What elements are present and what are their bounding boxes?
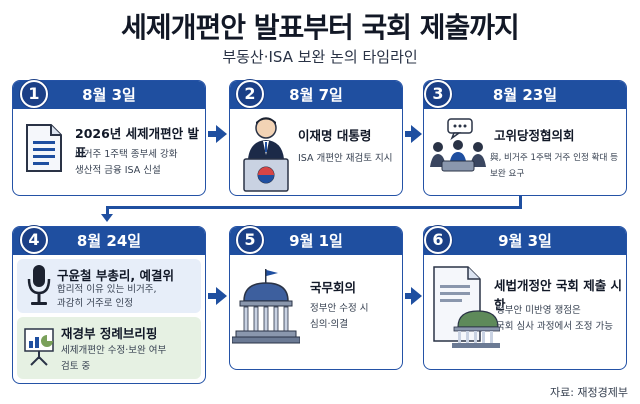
presentation-icon [24,328,54,366]
arrow-head [411,125,422,143]
sub-entry-desc: 과감히 거주로 인정 [57,298,133,309]
sub-entry-desc: 세제개편안 수정·보완 여부 [61,345,167,356]
step-title: 2026년 세제개편안 발표 [75,126,199,160]
arrow-right [208,131,218,137]
step-desc-line: 심의·의결 [310,319,348,330]
step-number: 3 [424,80,452,108]
document-assembly-icon [433,266,500,348]
step-desc-line: 정부안 수정 시 [310,303,369,314]
step-desc-line: 보완 요구 [490,169,525,179]
step-desc-line: ISA 개편안 재검토 지시 [298,153,393,164]
step-date: 9월 3일 [424,227,626,255]
step-desc-line: 정부안 미반영 쟁점은 [496,305,581,316]
page-subtitle: 부동산·ISA 보완 논의 타임라인 [222,48,418,66]
flow-connector [106,206,109,216]
step-card-3: 8월 23일 고위당정협의회 與, 비거주 1주택 거주 인정 확대 등 보완 … [423,80,627,196]
step-title: 고위당정협의회 [494,128,575,143]
flow-connector [106,206,522,209]
sub-entry-desc: 검토 중 [61,361,91,372]
arrow-down-head [101,214,113,222]
step-title: 세법개정안 국회 제출 시한 [494,278,623,312]
step-card-1: 8월 3일 2026년 세제개편안 발표 비거주 1주택 종부세 강화 생산적 … [12,80,206,196]
sub-entry-desc: 합리적 이유 있는 비거주, [57,284,157,295]
step-number: 6 [424,226,452,254]
arrow-right [405,131,413,137]
step-card-4: 8월 24일 구윤철 부총리, 예결위 합리적 이유 있는 비거주, 과감히 거… [12,226,206,384]
sub-entry-1: 구윤철 부총리, 예결위 합리적 이유 있는 비거주, 과감히 거주로 인정 [17,259,201,313]
step-desc-line: 비거주 1주택 종부세 강화 [75,149,178,160]
sub-entry-title: 재경부 정례브리핑 [61,326,158,341]
step-number: 1 [20,80,48,108]
flow-connector [519,196,522,208]
step-card-5: 9월 1일 국무회의 정부안 수정 시 심의·의결 [229,226,403,370]
government-building-icon [232,269,300,344]
step-title: 이재명 대통령 [298,128,372,143]
step-desc-line: 생산적 금융 ISA 신설 [75,165,161,176]
step-date: 8월 23일 [424,81,626,109]
microphone-icon [27,265,51,305]
meeting-icon [430,118,486,172]
president-podium-icon [243,117,289,192]
step-desc-line: 與, 비거주 1주택 거주 인정 확대 등 [490,153,619,163]
arrow-right [208,293,218,299]
sub-entry-title: 구윤철 부총리, 예결위 [57,268,174,283]
arrow-head [411,287,422,305]
step-number: 5 [236,226,264,254]
sub-entry-2: 재경부 정례브리핑 세제개편안 수정·보완 여부 검토 중 [17,317,201,379]
arrow-head [216,287,227,305]
source-note: 자료: 재정경제부 [549,386,628,399]
step-number: 4 [20,226,48,254]
page-title: 세제개편안 발표부터 국회 제출까지 [121,11,520,44]
step-number: 2 [236,80,264,108]
step-desc-line: 국회 심사 과정에서 조정 가능 [496,321,613,332]
step-card-6: 9월 3일 세법개정안 국회 제출 시한 정부안 미반영 쟁점은 국회 심사 과… [423,226,627,370]
arrow-head [216,125,227,143]
step-title: 국무회의 [310,280,357,295]
arrow-right [405,293,413,299]
document-icon [26,124,62,172]
